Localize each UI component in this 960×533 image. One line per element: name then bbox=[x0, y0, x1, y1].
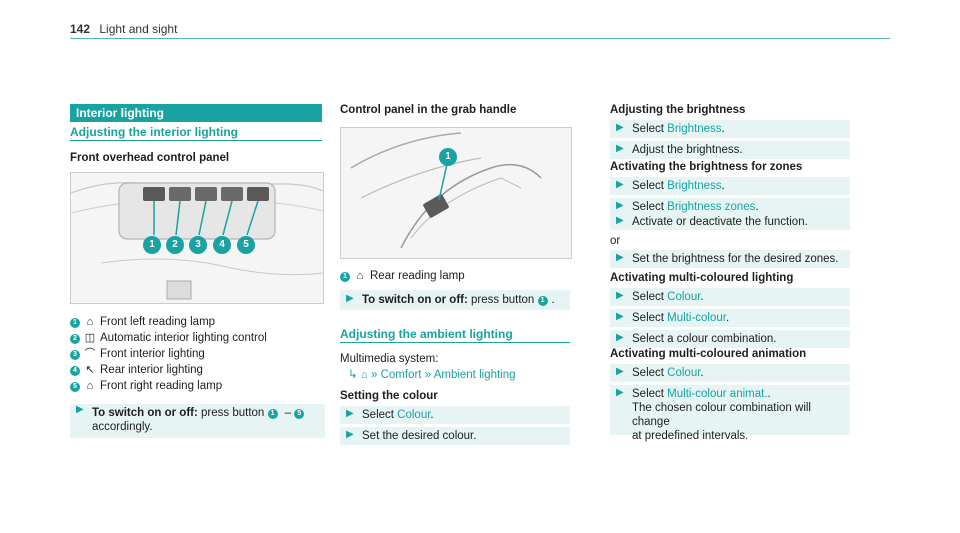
zones-heading: Activating the brightness for zones bbox=[610, 161, 803, 173]
m-step-2: ▶ Select Multi-colour. bbox=[610, 309, 850, 327]
reading-lamp-icon: ⌂ bbox=[86, 380, 94, 392]
step-switch: ▶ To switch on or off: press button 1 – … bbox=[70, 404, 325, 438]
grab-handle-heading: Control panel in the grab handle bbox=[340, 104, 517, 116]
step-arrow-icon: ▶ bbox=[346, 293, 354, 304]
multimedia-label: Multimedia system: bbox=[340, 353, 439, 365]
home-icon: ⌂ bbox=[360, 369, 368, 381]
overhead-panel-photo: 1 2 3 4 5 bbox=[70, 172, 324, 304]
panel-heading: Front overhead control panel bbox=[70, 152, 230, 164]
page-header: 142 Light and sight bbox=[70, 22, 177, 36]
callout-3: 3 bbox=[189, 236, 207, 254]
anim-heading: Activating multi-coloured animation bbox=[610, 348, 807, 360]
z-step-3: ▶ Activate or deactivate the function. bbox=[610, 214, 850, 230]
path-comfort: Comfort bbox=[380, 369, 422, 381]
b-step-2: ▶ Adjust the brightness. bbox=[610, 141, 850, 159]
z-step-2: ▶ Select Brightness zones. bbox=[610, 198, 850, 216]
brightness-heading: Adjusting the brightness bbox=[610, 104, 746, 116]
legend-list: 1⌂Front left reading lamp 2◫Automatic in… bbox=[70, 314, 330, 394]
a-step-2: ▶ Select Multi-colour animat.. The chose… bbox=[610, 385, 850, 442]
callout-4: 4 bbox=[213, 236, 231, 254]
colour-step-2: ▶ Set the desired colour. bbox=[340, 427, 570, 445]
menu-path: ↳ ⌂ » Comfort » Ambient lighting bbox=[348, 369, 516, 381]
colour-step-1: ▶ Select Colour. bbox=[340, 406, 570, 424]
callout-5: 5 bbox=[237, 236, 255, 254]
b-step-1: ▶ Select Brightness. bbox=[610, 120, 850, 138]
z-step-extra: ▶ Set the brightness for the desired zon… bbox=[610, 250, 850, 268]
ambient-rule bbox=[340, 342, 570, 343]
legend-item-1: 1⌂Front left reading lamp bbox=[70, 314, 330, 330]
front-interior-light-icon: ⌒ bbox=[84, 348, 96, 360]
callout-2: 2 bbox=[166, 236, 184, 254]
auto-lighting-icon: ◫ bbox=[84, 332, 96, 344]
header-rule bbox=[70, 38, 890, 39]
reading-lamp-icon: ⌂ bbox=[356, 270, 364, 282]
or-label: or bbox=[610, 235, 621, 247]
rear-interior-light-icon: ↖ bbox=[85, 364, 95, 376]
subheading: Adjusting the interior lighting bbox=[70, 125, 238, 139]
legend-item-3: 3⌒Front interior lighting bbox=[70, 346, 330, 362]
colour-heading: Setting the colour bbox=[340, 390, 438, 402]
page-number: 142 bbox=[70, 22, 91, 36]
legend-item-2: 2◫Automatic interior lighting control bbox=[70, 330, 330, 346]
a-step-1: ▶ Select Colour. bbox=[610, 364, 850, 382]
legend-item-4: 4↖Rear interior lighting bbox=[70, 362, 330, 378]
multi-heading: Activating multi-coloured lighting bbox=[610, 272, 794, 284]
grab-handle-photo: 1 bbox=[340, 127, 572, 259]
ambient-heading: Adjusting the ambient lighting bbox=[340, 327, 513, 341]
section-bar: Interior lighting bbox=[70, 104, 322, 122]
legend-item-5: 5⌂Front right reading lamp bbox=[70, 378, 330, 394]
m-step-3: ▶ Select a colour combination. bbox=[610, 330, 850, 348]
grab-legend-item: 1⌂Rear reading lamp bbox=[340, 268, 465, 284]
callout-1: 1 bbox=[143, 236, 161, 254]
subheading-rule bbox=[70, 140, 322, 141]
m-step-1: ▶ Select Colour. bbox=[610, 288, 850, 306]
callout-1: 1 bbox=[439, 148, 457, 166]
overhead-panel-illustration bbox=[71, 182, 323, 300]
reading-lamp-icon: ⌂ bbox=[86, 316, 94, 328]
grab-handle-illustration bbox=[350, 132, 542, 249]
grab-step-switch: ▶ To switch on or off: press button 1. bbox=[340, 290, 570, 310]
z-step-1: ▶ Select Brightness. bbox=[610, 177, 850, 195]
step-arrow-icon: ▶ bbox=[76, 404, 84, 415]
path-ambient-lighting: Ambient lighting bbox=[433, 369, 516, 381]
page-section: Light and sight bbox=[99, 22, 178, 36]
